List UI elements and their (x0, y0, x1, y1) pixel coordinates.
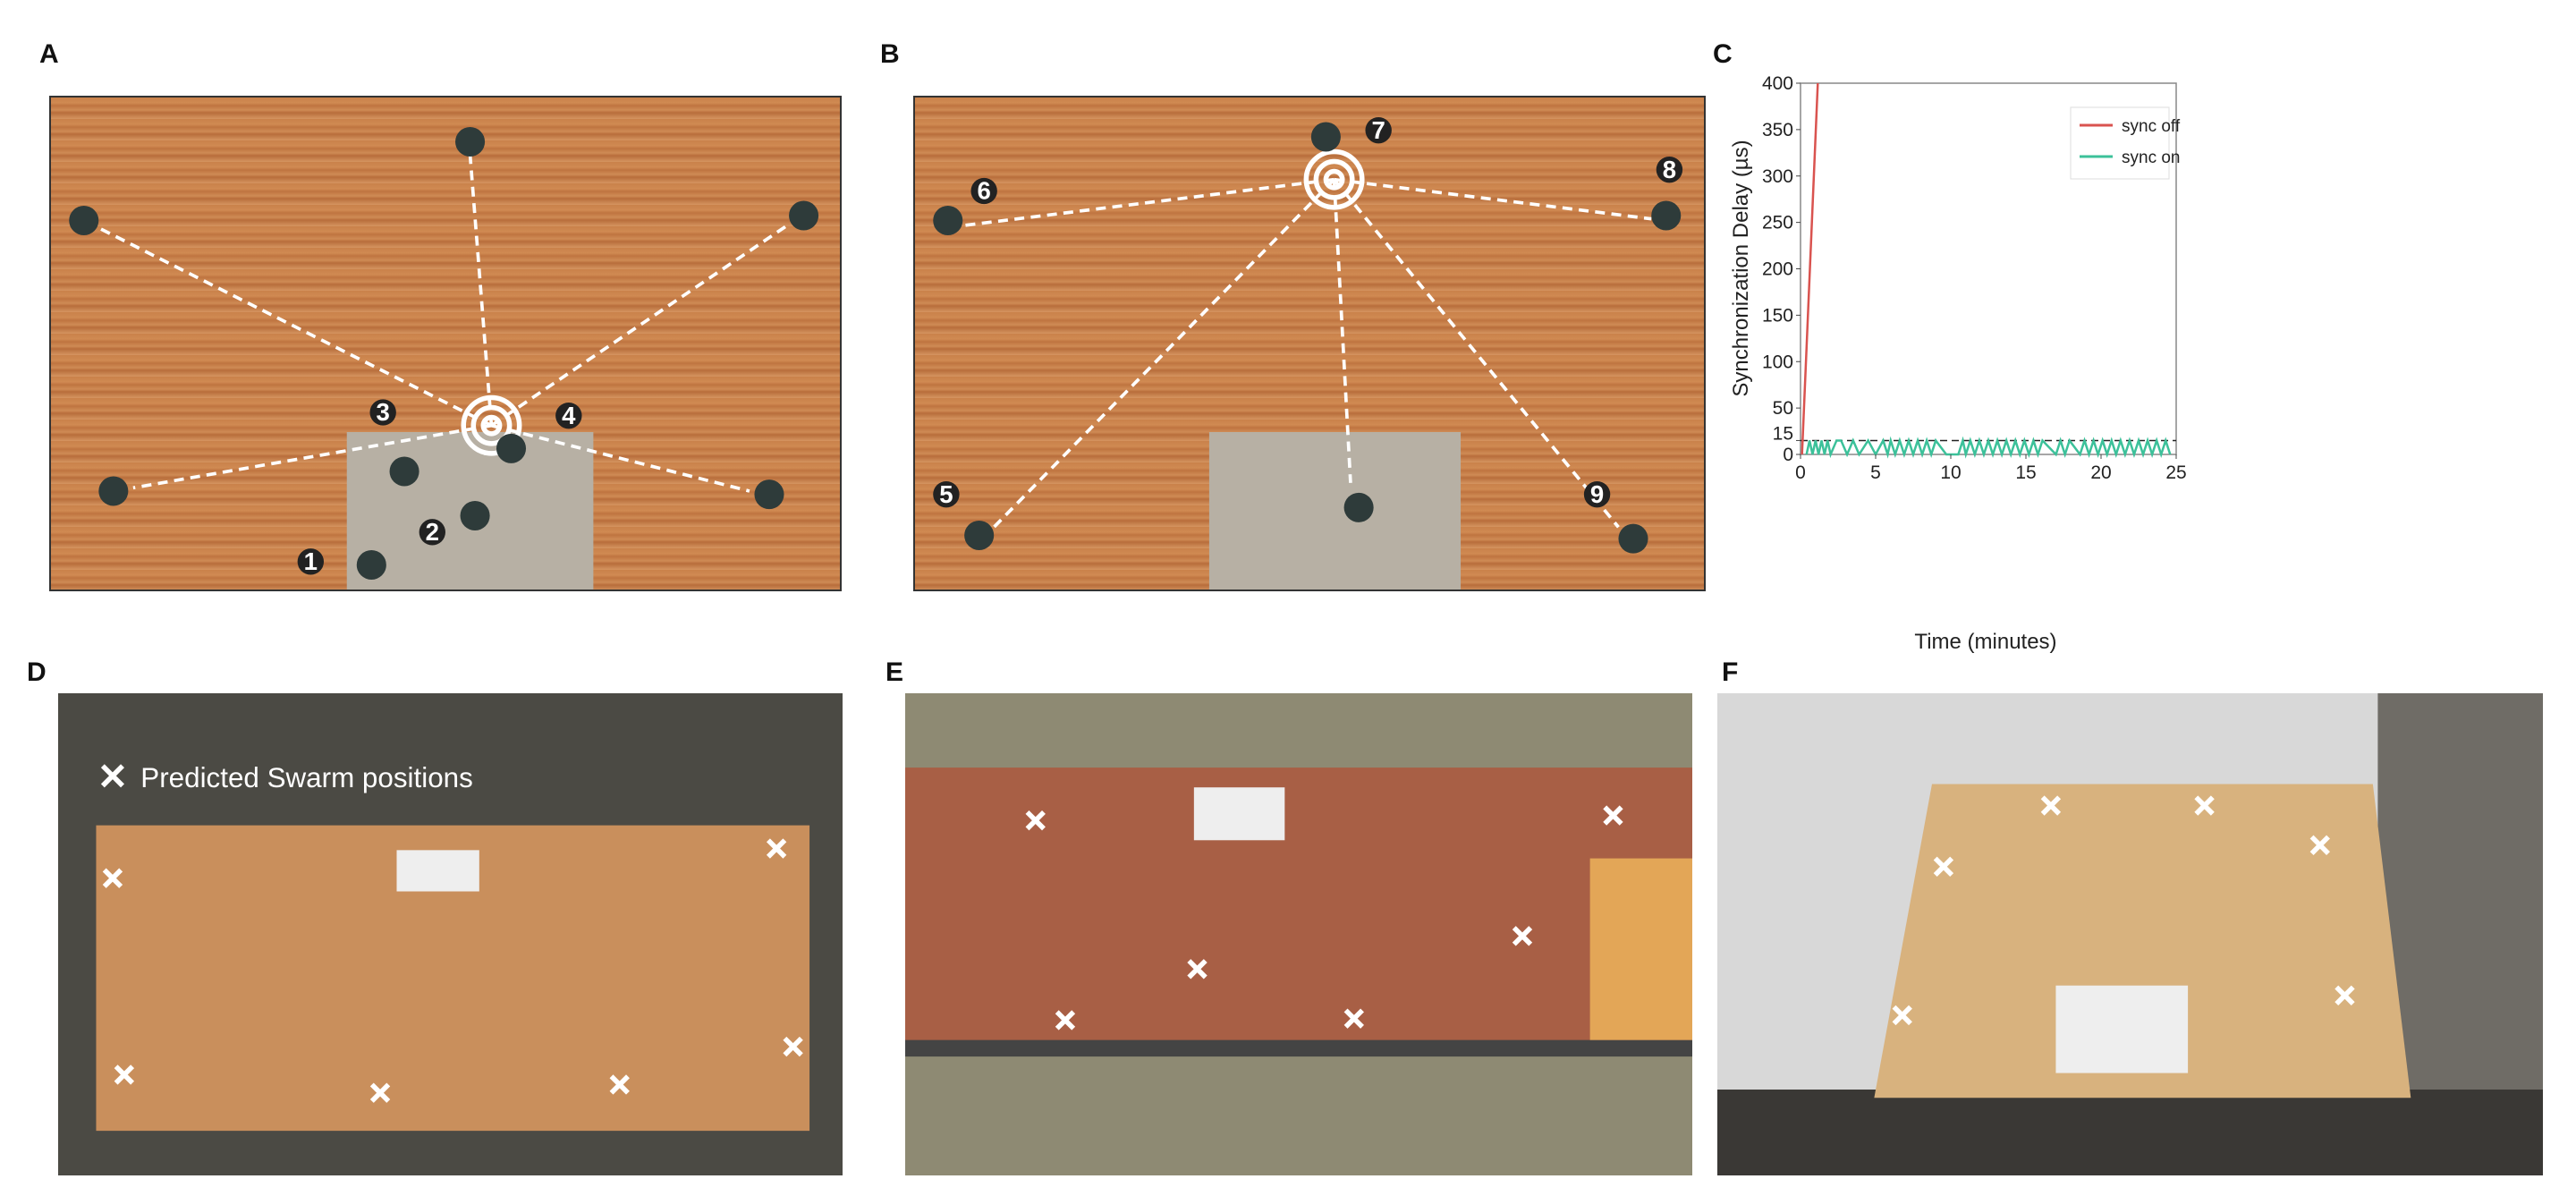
series-line-sync-on (1805, 436, 2172, 459)
panel-label-e: E (886, 657, 904, 687)
predicted-position-markers (1892, 795, 2355, 1026)
y-tick-label: 350 (1762, 120, 1793, 140)
series-line-sync-off (1801, 82, 1819, 455)
panel-b-image: 5 6 7 8 9 (913, 96, 1706, 591)
panel-label-b: B (880, 39, 900, 69)
predicted-position-markers (1025, 805, 1623, 1031)
robots (69, 127, 819, 580)
track-block (396, 850, 479, 892)
track-block (1193, 787, 1285, 841)
panel-label-f: F (1722, 657, 1739, 687)
track-block (2055, 985, 2189, 1073)
panel-label-d: D (27, 657, 47, 687)
predicted-position-markers (100, 764, 803, 1103)
broadcast-arrows (99, 155, 789, 493)
legend-label-sync-on: sync on (2122, 148, 2180, 167)
x-tick-label: 5 (1870, 462, 1881, 483)
y-tick-label: 200 (1762, 259, 1793, 280)
robot-number: 6 (978, 177, 991, 205)
notebook (1589, 858, 1692, 1040)
x-tick-label: 15 (2015, 462, 2036, 483)
robot-number: 5 (939, 480, 953, 508)
legend-label-sync-off: sync off (2122, 117, 2181, 136)
y-axis-label: Synchronization Delay (µs) (1729, 140, 1753, 396)
y-tick-label: 400 (1762, 73, 1793, 94)
robot-number: 4 (562, 402, 576, 429)
x-tick-label: 0 (1795, 462, 1806, 483)
robot-number: 7 (1372, 116, 1385, 144)
robot-number: 9 (1590, 480, 1604, 508)
legend: sync off sync on (2070, 106, 2181, 180)
table (905, 768, 1692, 1048)
y-tick-label: 15 (1773, 423, 1793, 444)
x-axis-label: Time (minutes) (1914, 630, 2056, 654)
signal-emitter-icon (1303, 148, 1365, 210)
x-tick-label: 20 (2090, 462, 2111, 483)
robot-badges (933, 117, 1683, 508)
panel-a-image: 1 2 3 4 (49, 96, 842, 591)
x-tick-label: 10 (1940, 462, 1961, 483)
x-tick-label: 25 (2165, 462, 2186, 483)
panel-e-image (905, 693, 1692, 1175)
robot-number: 1 (304, 547, 318, 575)
legend-label: Predicted Swarm positions (140, 762, 472, 793)
robots (933, 122, 1682, 554)
track-block (1208, 432, 1462, 590)
y-tick-label: 0 (1783, 445, 1793, 465)
y-tick-label: 250 (1762, 213, 1793, 233)
table (1874, 784, 2411, 1098)
y-tick-label: 150 (1762, 305, 1793, 326)
robot-badges (297, 399, 582, 575)
y-tick-label: 50 (1773, 398, 1793, 419)
y-tick-label: 300 (1762, 166, 1793, 187)
panel-label-a: A (39, 39, 59, 69)
table (96, 825, 810, 1132)
broadcast-arrows (963, 177, 1652, 529)
robot-number: 8 (1663, 156, 1676, 183)
robot-number: 3 (377, 398, 390, 426)
signal-emitter-icon (461, 394, 522, 456)
panel-f-image (1717, 693, 2543, 1175)
robot-number: 2 (426, 518, 439, 546)
panel-label-c: C (1713, 39, 1733, 69)
y-tick-label: 100 (1762, 352, 1793, 372)
panel-d-image: Predicted Swarm positions (58, 693, 843, 1175)
